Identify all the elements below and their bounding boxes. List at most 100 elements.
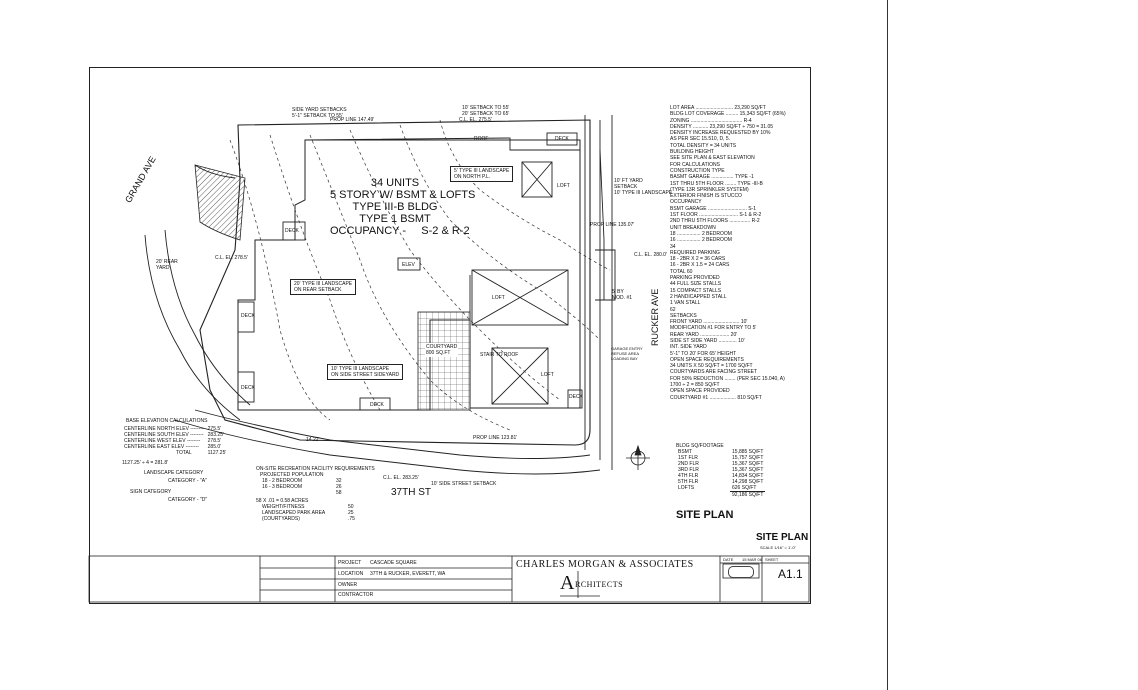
label-side-street: 10' SIDE STREET SETBACK <box>431 481 497 487</box>
base-elevation-title: BASE ELEVATION CALCULATIONS <box>126 418 208 424</box>
landscape-category-label: LANDSCAPE CATEGORY <box>144 470 204 476</box>
recreation-title: ON-SITE RECREATION FACILITY REQUIREMENTS <box>256 466 375 472</box>
label-front-setback: 10' FT YARD SETBACK 10' TYPE III LANDSCA… <box>614 178 673 196</box>
zoning-note-line: 62 <box>670 306 676 313</box>
street-rucker-ave: RUCKER AVE <box>650 288 660 346</box>
zoning-note-line: 34 UNITS X 50 SQ/FT = 1700 SQ/FT <box>670 363 753 370</box>
title-line-4: TYPE 1 BSMT <box>359 213 431 225</box>
recreation-block: ON-SITE RECREATION FACILITY REQUIREMENTS… <box>256 466 375 522</box>
base-row-value: 278.5' <box>207 438 222 444</box>
zoning-note-line: SIDE ST SIDE YARD ............. 10' <box>670 337 745 344</box>
label-cl-el-south: C.L. EL. 283.25' <box>383 475 419 481</box>
zoning-note-line: INT. SIDE YARD <box>670 344 707 351</box>
zoning-note-line: 44 FULL SIZE STALLS <box>670 281 722 288</box>
rec2-row-value: 50 <box>348 504 354 510</box>
sqft-value: 15,367 SQ/FT <box>732 467 764 473</box>
page-edge-line <box>887 0 888 690</box>
label-deck-s2: DECK <box>370 402 384 408</box>
zoning-note-line: DENSITY ........... 23,290 SQ/FT ÷ 750 =… <box>670 123 774 130</box>
date-value: 15 MAR 06 <box>742 557 763 562</box>
zoning-note-line: COURTYARDS ARE FACING STREET <box>670 369 758 376</box>
zoning-note-line: BSMT GARAGE ............................… <box>670 205 757 212</box>
zoning-note-line: TOTAL 60 <box>670 268 693 275</box>
zoning-note-line: 2ND THRU 5TH FLOORS ............... R-2 <box>670 218 760 225</box>
title-line-5: OCCUPANCY - S-2 & R-2 <box>330 225 470 237</box>
rec2-row-label: LANDSCAPED PARK AREA <box>262 510 326 516</box>
sqft-floor: 4TH FLR <box>678 473 699 479</box>
zoning-note-line: PARKING PROVIDED <box>670 275 720 282</box>
label-mod1: 5' BY MOD. #1 <box>612 289 633 301</box>
label-loft-ne: LOFT <box>557 183 570 189</box>
label-deck-se: DECK <box>569 394 583 400</box>
sheet-number: A1.1 <box>778 567 803 581</box>
bldg-sqft-title: BLDG SQ/FOOTAGE <box>676 443 724 449</box>
base-row-label: CENTERLINE WEST ELEV -------- <box>124 438 201 444</box>
sqft-value: 15,885 SQ/FT <box>732 449 764 455</box>
label-cl-el-west: C.L. EL. 278.5' <box>215 255 248 261</box>
zoning-note-line: TOTAL DENSITY = 34 UNITS <box>670 142 737 149</box>
zoning-note-line: 1 VAN STALL <box>670 300 701 307</box>
zoning-note-line: LOT AREA ........................... 23,… <box>670 105 766 111</box>
zoning-note-line: SETBACKS <box>670 312 697 319</box>
grand-ave-curb-outer <box>144 234 241 421</box>
sqft-value: 92,186 SQ/FT <box>730 491 766 498</box>
label-prop-line-east: PROP LINE 135.07' <box>590 222 635 228</box>
base-row-value: 275.5' <box>207 426 222 432</box>
zoning-note-line: (TYPE 13R SPRINKLER SYSTEM) <box>670 186 749 193</box>
zoning-note-line: BUILDING HEIGHT <box>670 149 714 156</box>
zoning-note-line: 1ST THRU 5TH FLOOR ........ TYPE -III-B <box>670 180 763 187</box>
sqft-value: 14,298 SQ/FT <box>732 479 764 485</box>
label-landscape-rear: 20' TYPE III LANDSCAPE ON REAR SETBACK <box>290 279 357 295</box>
zoning-notes: LOT AREA ........................... 23,… <box>670 105 806 401</box>
base-row-label: CENTERLINE EAST ELEV -------- <box>124 444 199 450</box>
location-value: 37TH & RUCKER, EVERETT, WA <box>370 571 446 577</box>
zoning-note-line: DENSITY INCREASE REQUESTED BY 10% <box>670 130 771 137</box>
rec-row-value: 26 <box>336 484 342 490</box>
zoning-note-line: OCCUPANCY <box>670 199 702 206</box>
label-site-plan: SITE PLAN <box>676 509 734 521</box>
base-row-value: 285.0' <box>207 444 222 450</box>
base-row-value: 1127.25' <box>207 450 227 456</box>
rec2-row-value: 25 <box>348 510 354 516</box>
project-title: 34 UNITS 5 STORY W/ BSMT & LOFTS TYPE II… <box>330 177 476 237</box>
zoning-note-line: 2 HANDICAPPED STALL <box>670 293 727 300</box>
sign-category-value: CATEGORY - "D" <box>168 497 208 503</box>
zoning-note-line: 15 COMPACT STALLS <box>670 287 722 294</box>
zoning-note-line: 5'-1" TO 20' FOR 65' HEIGHT <box>670 350 737 357</box>
label-landscape-north: 5' TYPE III LANDSCAPE ON NORTH P.L. <box>450 166 514 182</box>
zoning-note-line: AS PER SEC 15.510, D, 5. <box>670 136 731 143</box>
date-label: DATE <box>723 557 734 562</box>
base-elevation-table: CENTERLINE NORTH ELEV --------275.5' CEN… <box>122 426 228 456</box>
project-label: PROJECT <box>338 560 362 566</box>
sqft-floor: 1ST FLR <box>678 455 698 461</box>
title-line-1: 34 UNITS <box>370 177 420 189</box>
drawing-sheet <box>89 67 811 604</box>
rec-row-label: 18 - 2 BEDROOM <box>262 478 303 484</box>
title-line-3: TYPE III-B BLDG <box>352 201 438 213</box>
label-prop-line-north: PROP LINE 147.49' <box>330 117 375 123</box>
label-loft-se: LOFT <box>541 372 554 378</box>
sqft-floor: LOFTS <box>678 485 695 492</box>
rec-row-value: 32 <box>336 478 342 484</box>
landscape-category-value: CATEGORY - "A" <box>168 478 207 484</box>
recreation-acres: 58 X .01 = 0.58 ACRES <box>256 498 309 504</box>
contractor-label: CONTRACTOR <box>338 592 374 598</box>
zoning-note-line: 16 ................. 2 BEDROOM <box>670 237 732 244</box>
firm-name: CHARLES MORGAN & ASSOCIATES <box>516 559 694 570</box>
label-elev: ELEV <box>402 262 415 268</box>
sqft-value: 15,757 SQ/FT <box>732 455 764 461</box>
label-deck-ne: DECK <box>555 136 569 142</box>
label-landscape-south: 10' TYPE III LANDSCAPE ON SIDE STREET SI… <box>327 364 404 380</box>
label-prop-line-south: PROP LINE 123.81' <box>473 435 518 441</box>
label-deck-s1: DECK <box>241 385 255 391</box>
project-value: CASCADE SQUARE <box>370 560 417 566</box>
zoning-note-line: 34 <box>670 243 676 250</box>
title-line-2: 5 STORY W/ BSMT & LOFTS <box>330 189 476 201</box>
sign-category-label: SIGN CATEGORY <box>130 489 172 495</box>
base-row-label: TOTAL <box>175 450 192 456</box>
zoning-note-line: COURTYARD #1 ................... 810 SQ/… <box>670 394 762 401</box>
